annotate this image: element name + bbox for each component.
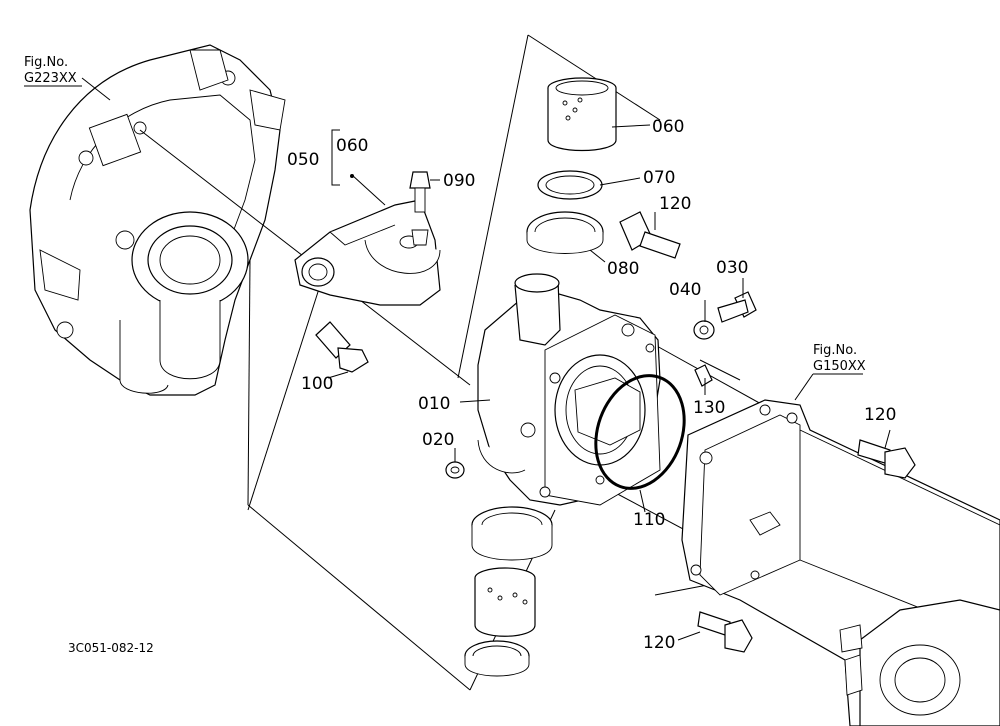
ref-left-line2: G223XX — [24, 71, 77, 86]
ref-right-line1: Fig.No. — [813, 343, 857, 358]
pin-130 — [694, 364, 713, 387]
label-130: 130 — [693, 398, 725, 418]
bushing-060-lower — [474, 567, 536, 637]
label-120-top: 120 — [659, 194, 691, 214]
thrust-washer-070 — [537, 170, 603, 200]
highlight-circle-110 — [594, 374, 686, 490]
lower-seal-ring — [464, 640, 530, 677]
axle-case-right — [681, 399, 1000, 726]
label-060-top: 060 — [336, 136, 368, 156]
lower-seal — [471, 506, 553, 561]
bolt-120-top — [619, 211, 681, 259]
oil-seal-080 — [526, 211, 604, 254]
reference-right: Fig.No. G150XX — [813, 343, 866, 374]
label-070: 070 — [643, 168, 675, 188]
diagram-code: 3C051-082-12 — [68, 641, 154, 655]
transmission-housing-left — [29, 44, 286, 396]
bushing-060-top — [547, 77, 617, 152]
label-030: 030 — [716, 258, 748, 278]
label-120-right: 120 — [864, 405, 896, 425]
leader-dot — [350, 174, 354, 178]
label-040: 040 — [669, 280, 701, 300]
label-100: 100 — [301, 374, 333, 394]
label-090: 090 — [443, 171, 475, 191]
label-110: 110 — [633, 510, 665, 530]
label-010: 010 — [418, 394, 450, 414]
label-120-bottom: 120 — [643, 633, 675, 653]
label-050: 050 — [287, 150, 319, 170]
bolt-030 — [717, 291, 757, 323]
bolt-120-bottom — [697, 611, 753, 653]
label-leaders — [24, 77, 891, 641]
reference-left: Fig.No. G223XX — [24, 55, 77, 86]
label-060-right: 060 — [652, 117, 684, 137]
label-080: 080 — [607, 259, 639, 279]
bolt-120-right — [857, 439, 916, 479]
ref-left-line1: Fig.No. — [24, 55, 68, 70]
nut-020 — [445, 461, 465, 479]
knuckle-housing-010 — [477, 273, 661, 506]
bolt-100 — [315, 321, 369, 373]
ref-right-line2: G150XX — [813, 359, 866, 374]
grease-fitting-090 — [409, 171, 431, 246]
bracket-arm — [294, 199, 441, 306]
label-020: 020 — [422, 430, 454, 450]
nut-040 — [693, 320, 715, 340]
